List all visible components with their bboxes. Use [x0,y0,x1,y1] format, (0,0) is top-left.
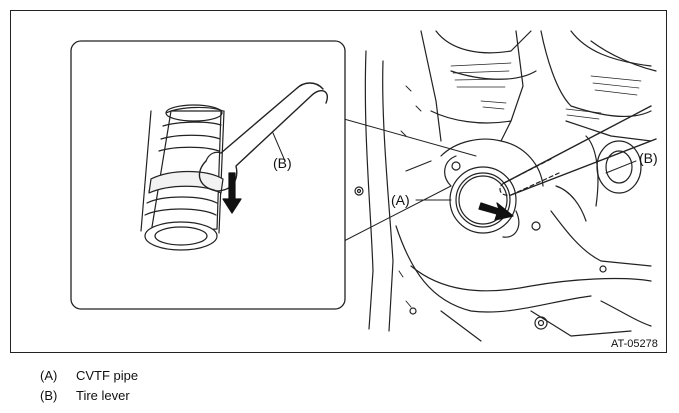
figure-id: AT-05278 [611,338,658,350]
transmission-case-drawing [343,30,657,342]
legend-label: Tire lever [76,388,130,403]
illustration [70,30,657,342]
callout-b: (B) [639,150,658,166]
legend-key: (A) [40,368,58,383]
figure-frame: (B) (A) (B) AT-05278 [10,10,667,353]
callout-a: (A) [391,192,410,208]
legend-item: (B) Tire lever [40,388,130,403]
direction-arrow [478,202,514,221]
inset-pipe-drawing [140,82,328,251]
inset-direction-arrow [222,172,242,214]
legend-key: (B) [40,388,58,403]
legend-label: CVTF pipe [76,368,139,383]
legend-item: (A) CVTF pipe [40,368,138,383]
callout-inset-b: (B) [273,155,292,171]
